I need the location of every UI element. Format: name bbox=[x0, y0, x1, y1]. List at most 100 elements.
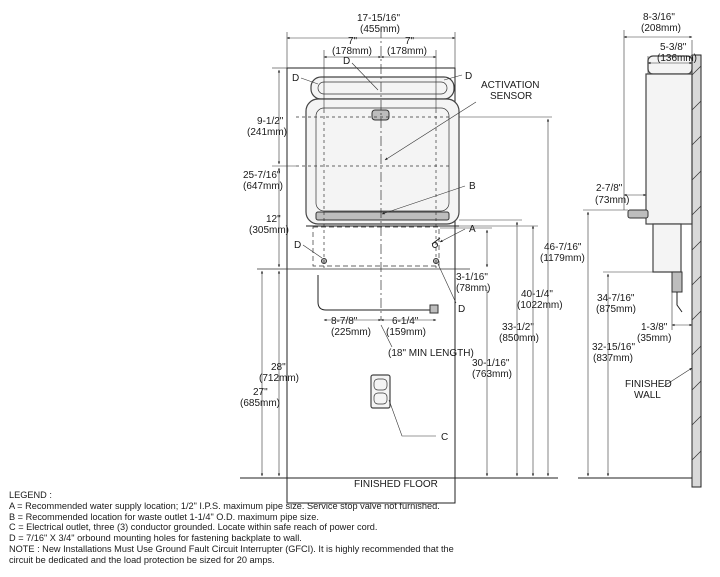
half-right-imperial: 7" bbox=[405, 36, 415, 47]
wall-leader bbox=[663, 367, 693, 387]
side-h34-metric: (875mm) bbox=[596, 304, 636, 315]
mount-mid-imperial: 25-7/16" bbox=[243, 170, 281, 181]
side-bottom-trim bbox=[671, 271, 683, 293]
front-view-labels: 17-15/16" (455mm) 7" (178mm) 7" (178mm) … bbox=[240, 13, 585, 490]
legend-note-cont: circuit be dedicated and the load protec… bbox=[9, 554, 275, 565]
top-housing bbox=[310, 76, 455, 100]
mount-low-metric: (305mm) bbox=[249, 225, 289, 236]
h33-metric: (850mm) bbox=[499, 333, 539, 344]
d-leader-top-mid bbox=[351, 62, 379, 91]
side-lower-cabinet bbox=[652, 223, 682, 273]
legend-note: NOTE : New Installations Must Use Ground… bbox=[9, 543, 454, 554]
label-d-low-right: D bbox=[458, 304, 465, 315]
mount-top-imperial: 9-1/2" bbox=[257, 116, 284, 127]
legend: LEGEND : A = Recommended water supply lo… bbox=[9, 490, 709, 566]
side-h34-imperial: 34-7/16" bbox=[597, 293, 635, 304]
legend-title: LEGEND : bbox=[9, 490, 52, 500]
offset-left-metric: (225mm) bbox=[331, 327, 371, 338]
filler-frame bbox=[305, 98, 460, 225]
d-leader-low-left bbox=[302, 244, 323, 259]
mount-low-imperial: 12" bbox=[266, 214, 281, 225]
side-h32-metric: (837mm) bbox=[593, 353, 633, 364]
d-leader-low-right bbox=[437, 263, 457, 304]
side-depth-imperial: 8-3/16" bbox=[643, 12, 675, 23]
h30-metric: (763mm) bbox=[472, 369, 512, 380]
label-d-top-left: D bbox=[292, 73, 299, 84]
d-leader-top-right bbox=[443, 74, 463, 81]
drip-tray bbox=[315, 211, 450, 221]
power-cord bbox=[317, 275, 432, 311]
label-b: B bbox=[469, 181, 476, 192]
side-depth-inner-imperial: 5-3/8" bbox=[660, 42, 687, 53]
h27-imperial: 27" bbox=[253, 387, 268, 398]
side-view bbox=[578, 30, 702, 488]
h40-metric: (1022mm) bbox=[517, 300, 563, 311]
h33-imperial: 33-1/2" bbox=[502, 322, 534, 333]
side-spout bbox=[627, 209, 649, 219]
label-c: C bbox=[441, 432, 448, 443]
supply-height-metric: (78mm) bbox=[456, 283, 490, 294]
d-leader-top-left bbox=[300, 77, 319, 85]
lower-cabinet-outline bbox=[312, 226, 440, 267]
side-view-labels: 8-3/16" (208mm) 5-3/8" (136mm) 2-7/8" (7… bbox=[592, 12, 697, 401]
filler-recess bbox=[315, 107, 450, 212]
offset-left-imperial: 8-7/8" bbox=[331, 316, 358, 327]
mounting-holes bbox=[321, 258, 439, 264]
offset-right-imperial: 6-1/4" bbox=[392, 316, 419, 327]
mount-top-metric: (241mm) bbox=[247, 127, 287, 138]
h40-imperial: 40-1/4" bbox=[521, 289, 553, 300]
supply-height-imperial: 3-1/16" bbox=[456, 272, 488, 283]
c-leader bbox=[388, 399, 436, 437]
side-drain bbox=[676, 292, 683, 313]
h46-imperial: 46-7/16" bbox=[544, 242, 582, 253]
top-housing-inner bbox=[317, 81, 448, 95]
label-d-low-left: D bbox=[294, 240, 301, 251]
activation-sensor-line1: ACTIVATION bbox=[481, 80, 540, 91]
half-left-imperial: 7" bbox=[348, 36, 358, 47]
sensor-leader bbox=[384, 101, 477, 161]
min-length-leader bbox=[380, 324, 393, 348]
backplate-outline bbox=[286, 67, 456, 504]
wall-hatch bbox=[691, 65, 702, 461]
finished-wall-line1: FINISHED bbox=[625, 379, 672, 390]
mount-mid-metric: (647mm) bbox=[243, 181, 283, 192]
h28-imperial: 28" bbox=[271, 362, 286, 373]
finished-floor-label: FINISHED FLOOR bbox=[354, 479, 438, 490]
legend-line-c: C = Electrical outlet, three (3) conduct… bbox=[9, 522, 378, 533]
half-right-metric: (178mm) bbox=[387, 46, 427, 57]
side-depth-metric: (208mm) bbox=[641, 23, 681, 34]
offset-right-metric: (159mm) bbox=[386, 327, 426, 338]
b-leader bbox=[381, 185, 466, 215]
label-d-top-mid: D bbox=[343, 56, 350, 67]
h30-imperial: 30-1/16" bbox=[472, 358, 510, 369]
label-a: A bbox=[469, 224, 476, 235]
h46-metric: (1179mm) bbox=[540, 253, 585, 264]
half-left-metric: (178mm) bbox=[332, 46, 372, 57]
width-imperial: 17-15/16" bbox=[357, 13, 400, 24]
legend-line-b: B = Recommended location for waste outle… bbox=[9, 511, 319, 522]
side-depth-inner-metric: (136mm) bbox=[657, 53, 697, 64]
label-d-top-right: D bbox=[465, 71, 472, 82]
legend-line-a: A = Recommended water supply location; 1… bbox=[9, 500, 440, 511]
width-metric: (455mm) bbox=[360, 24, 400, 35]
activation-sensor-line2: SENSOR bbox=[490, 91, 532, 102]
min-length-label: (18" MIN LENGTH) bbox=[388, 348, 474, 359]
finished-wall bbox=[691, 54, 702, 488]
front-view bbox=[240, 28, 558, 504]
electrical-outlet bbox=[370, 374, 391, 409]
side-h32-imperial: 32-15/16" bbox=[592, 342, 635, 353]
side-proj-imperial: 1-3/8" bbox=[641, 322, 668, 333]
h27-metric: (685mm) bbox=[240, 398, 280, 409]
activation-sensor-window bbox=[371, 109, 390, 121]
h28-metric: (712mm) bbox=[259, 373, 299, 384]
side-body bbox=[645, 73, 693, 225]
side-spout-metric: (73mm) bbox=[595, 195, 629, 206]
legend-line-d: D = 7/16" X 3/4" orbound mounting holes … bbox=[9, 533, 302, 544]
cord-plug bbox=[429, 304, 439, 314]
supply-stub bbox=[432, 242, 438, 248]
side-proj-metric: (35mm) bbox=[637, 333, 671, 344]
finished-wall-line2: WALL bbox=[634, 390, 661, 401]
a-leader bbox=[439, 228, 466, 243]
side-spout-imperial: 2-7/8" bbox=[596, 183, 623, 194]
